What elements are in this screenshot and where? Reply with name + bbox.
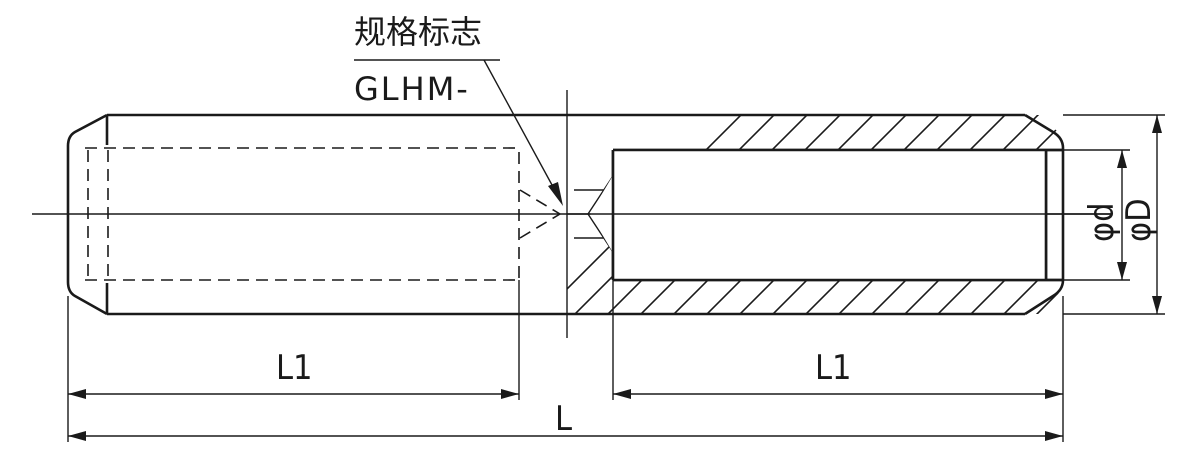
- spec-leader-line: [483, 59, 559, 197]
- length-dimensions: L1 L1 L: [67, 280, 1064, 442]
- outer-diameter-label: φD: [1119, 198, 1159, 242]
- right-sleeve-section: [567, 113, 1112, 316]
- left-length-label: L1: [276, 348, 313, 388]
- inner-diameter-label: φd: [1082, 202, 1122, 242]
- right-length-label: L1: [815, 348, 852, 388]
- model-prefix-label: GLHM-: [354, 70, 470, 108]
- total-length-label: L: [555, 399, 572, 439]
- hatch-line: [968, 115, 1060, 314]
- left-sleeve-view: [66, 113, 567, 316]
- diameter-dimensions: φd φD: [1063, 114, 1165, 315]
- hatch-line: [1001, 115, 1060, 314]
- spec-leader-arrowhead: [548, 182, 563, 206]
- spec-mark-label: 规格标志: [354, 13, 482, 51]
